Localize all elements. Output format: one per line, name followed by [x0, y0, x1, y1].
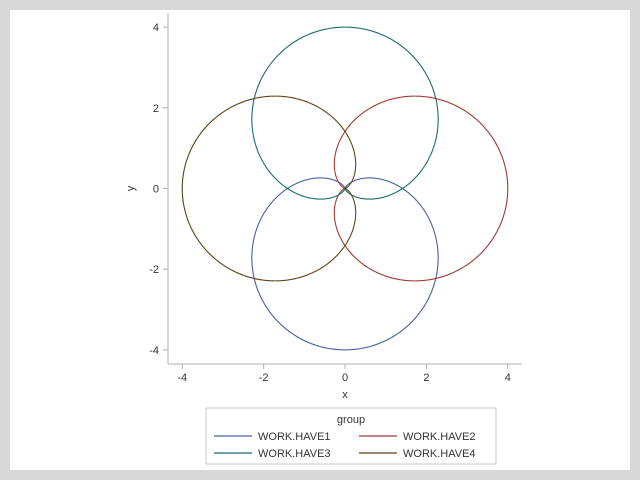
legend-title: group: [337, 414, 365, 426]
legend-label: WORK.HAVE3: [258, 448, 331, 460]
y-tick-label: -4: [149, 345, 159, 357]
y-axis-label: y: [125, 185, 137, 191]
series-group: [181, 26, 509, 351]
legend-label: WORK.HAVE4: [403, 448, 476, 460]
x-tick-label: -4: [177, 372, 187, 384]
x-axis-label: x: [342, 389, 348, 401]
axes-group: -4 -2 0 2 4 -4 -2 0 2 4: [149, 13, 522, 384]
legend-box: [205, 407, 497, 465]
legend-label: WORK.HAVE1: [258, 431, 331, 443]
y-tick-label: 2: [153, 103, 159, 115]
y-tick-label: 4: [153, 22, 159, 34]
x-axis-tick-labels: -4 -2 0 2 4: [177, 372, 510, 384]
y-axis-ticks: [163, 26, 168, 351]
x-axis-ticks: [181, 364, 509, 369]
x-tick-label: 2: [423, 372, 429, 384]
series-curve-work-have3: [251, 26, 439, 200]
x-tick-label: 4: [505, 372, 511, 384]
x-tick-label: 0: [342, 372, 348, 384]
series-curve-work-have1: [251, 177, 439, 351]
legend-item[interactable]: WORK.HAVE2: [359, 431, 476, 443]
series-curve-work-have2: [333, 95, 509, 282]
legend-item[interactable]: WORK.HAVE3: [214, 448, 331, 460]
legend-label: WORK.HAVE2: [403, 431, 476, 443]
y-tick-label: 0: [153, 184, 159, 196]
y-tick-label: -2: [149, 264, 159, 276]
legend-item[interactable]: WORK.HAVE1: [214, 431, 331, 443]
y-axis-tick-labels: -4 -2 0 2 4: [149, 22, 159, 357]
series-curve-work-have4: [181, 95, 357, 282]
x-tick-label: -2: [259, 372, 269, 384]
legend-item[interactable]: WORK.HAVE4: [359, 448, 476, 460]
